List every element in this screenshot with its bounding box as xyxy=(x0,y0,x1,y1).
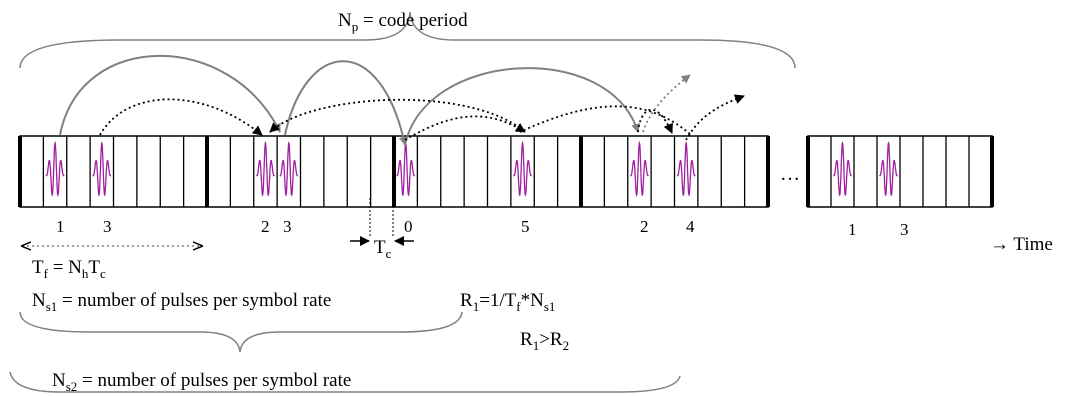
pulse-waveform xyxy=(92,141,112,197)
pulse-waveform xyxy=(512,140,533,197)
pulse-number: 3 xyxy=(900,220,909,239)
code-period-label: Np = code period xyxy=(338,10,468,34)
hop-arc xyxy=(685,94,745,141)
chip-time-label: Tc xyxy=(374,237,392,261)
frame-sequence xyxy=(18,135,770,208)
pulse-number: 4 xyxy=(686,217,695,236)
pulse-waveform xyxy=(396,141,416,197)
time-axis-label: → Time xyxy=(990,234,1053,255)
pulse-number: 3 xyxy=(283,217,292,236)
pulse-waveform xyxy=(878,141,899,197)
hop-arc xyxy=(404,67,640,146)
pulse-waveform xyxy=(629,140,650,197)
hop-arc xyxy=(637,108,673,134)
pulse-number: 3 xyxy=(103,217,112,236)
hop-arcs-dotted xyxy=(99,94,745,141)
rate-compare: R1>R2 xyxy=(520,329,569,353)
pulse-set xyxy=(45,140,899,197)
pulse-waveform xyxy=(832,141,853,197)
pulse-waveform xyxy=(676,141,696,197)
hop-arc xyxy=(269,98,521,133)
pulse-waveform xyxy=(279,141,299,197)
pulse-number: 2 xyxy=(261,217,270,236)
repeated-frame xyxy=(806,135,994,208)
pulse-number: 1 xyxy=(848,220,857,239)
ns2-brace xyxy=(9,371,681,393)
hop-arc xyxy=(519,105,691,135)
ns1-label: Ns1 = number of pulses per symbol rate xyxy=(32,290,331,314)
code-period-brace xyxy=(19,11,796,69)
ns1-brace xyxy=(19,311,463,353)
hop-arc-exit xyxy=(642,74,691,133)
ns2-label: Ns2 = number of pulses per symbol rate xyxy=(52,370,351,394)
hop-arcs-solid xyxy=(59,54,640,146)
hop-arc xyxy=(59,54,281,136)
hop-arc xyxy=(404,115,526,141)
frame-time-label: Tf = NhTc xyxy=(32,257,106,281)
pulse-waveform xyxy=(45,140,65,197)
pulse-number: 5 xyxy=(521,217,530,236)
pulse-number: 1 xyxy=(56,217,65,236)
hop-arc xyxy=(99,98,263,136)
chip-width-indicator: Tc xyxy=(350,198,414,261)
r1-formula: R1=1/Tf*Ns1 xyxy=(460,290,555,314)
frame-span-indicator: Tf = NhTc xyxy=(22,246,202,281)
pulse-number: 0 xyxy=(404,217,413,236)
hop-arc xyxy=(284,60,408,146)
pulse-waveform xyxy=(255,140,276,197)
pulse-number: 2 xyxy=(640,217,649,236)
ellipsis: … xyxy=(780,163,800,185)
